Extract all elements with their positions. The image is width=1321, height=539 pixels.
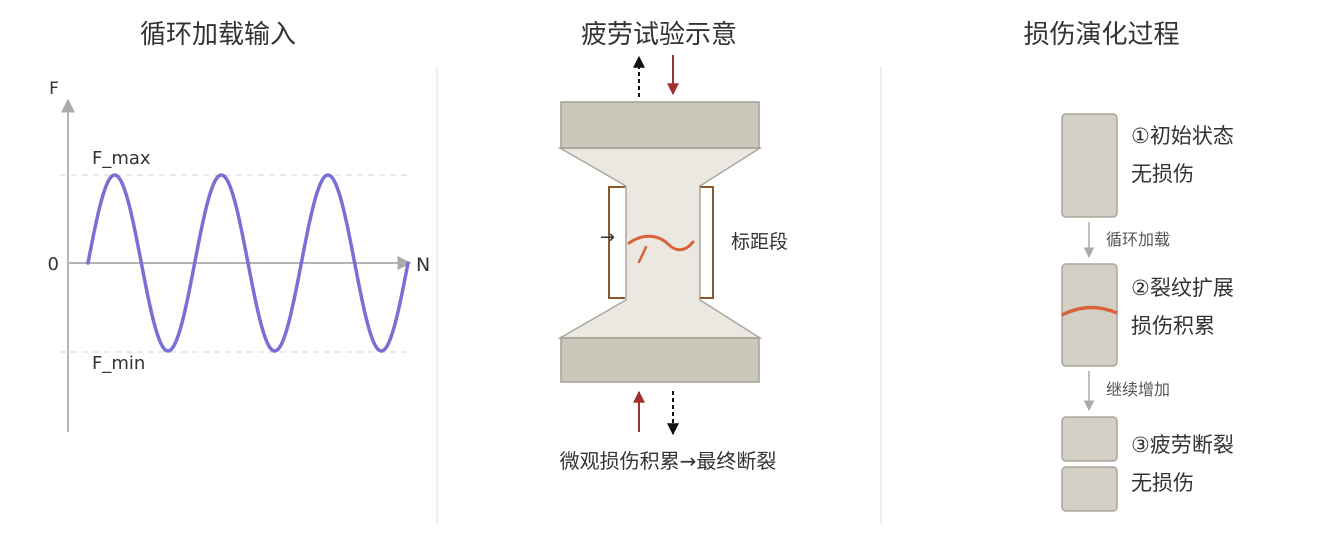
crack-tail	[637, 245, 648, 264]
damage-evolution-title: 损伤演化过程	[1023, 20, 1180, 50]
load-input-plot: F N 0 F_max F_min	[48, 79, 430, 432]
stage-fracture-upper-block	[1061, 416, 1118, 462]
fatigue-specimen: → 标距段 微观损伤积累→最终断裂	[557, 55, 788, 473]
stage-initial-title: ①初始状态	[1131, 124, 1234, 148]
stage-fracture-title: ③疲劳断裂	[1131, 433, 1234, 457]
stage-crack-subtitle: 损伤积累	[1131, 314, 1215, 338]
stage-crack-block	[1061, 263, 1118, 367]
panel-divider-right	[880, 66, 882, 524]
micro-crack	[627, 234, 695, 252]
y-axis-label: F	[49, 79, 59, 99]
load-input-title: 循环加载输入	[139, 20, 296, 50]
max-label: F_max	[92, 148, 151, 169]
fatigue-caption: 微观损伤积累→最终断裂	[560, 449, 777, 473]
specimen-body	[557, 147, 763, 339]
upper-grip	[560, 101, 760, 149]
crack-pointer-arrow: →	[600, 227, 615, 248]
stage-initial-subtitle: 无损伤	[1131, 162, 1194, 186]
x-axis-label: N	[416, 254, 430, 276]
transition-label-2: 继续增加	[1106, 380, 1170, 399]
fatigue-test-title: 疲劳试验示意	[580, 20, 737, 50]
gauge-label: 标距段	[731, 231, 788, 253]
panel-divider-left	[436, 66, 438, 524]
damage-evolution-flow: ①初始状态 无损伤 循环加载 ②裂纹扩展 损伤积累 继续增加 ③疲劳断裂 无损伤	[1061, 113, 1234, 512]
origin-label: 0	[48, 254, 59, 275]
lower-grip	[560, 337, 760, 383]
gauge-bracket-right	[700, 186, 714, 299]
stage-fracture-lower-block	[1061, 466, 1118, 512]
gauge-bracket-left	[608, 186, 625, 299]
stage-initial-block	[1061, 113, 1118, 218]
load-wave	[86, 173, 410, 353]
stage-fracture-subtitle: 无损伤	[1131, 471, 1194, 495]
stage-crack-title: ②裂纹扩展	[1131, 276, 1234, 300]
stage-crack-line	[1061, 305, 1118, 317]
min-label: F_min	[92, 353, 145, 374]
transition-label-1: 循环加载	[1106, 230, 1170, 249]
